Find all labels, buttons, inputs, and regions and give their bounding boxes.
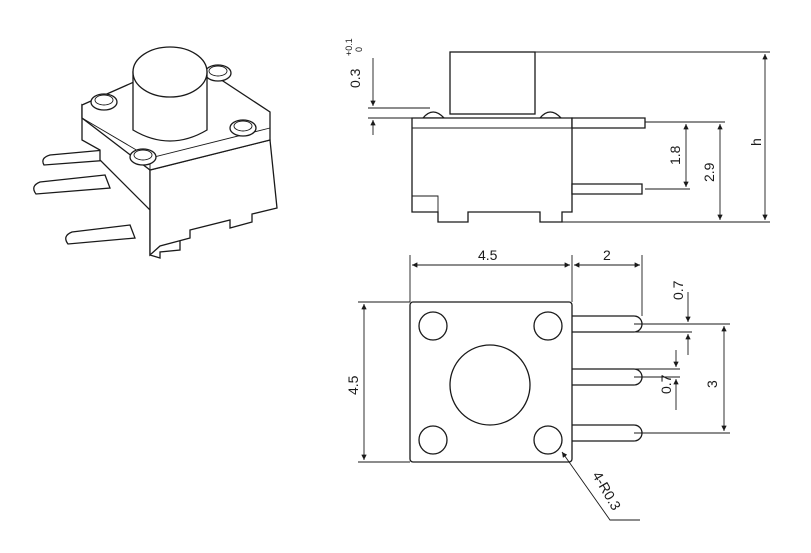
top-view: 4.5 2 0.7 0.7 3 4.5 4-R0.3 [345, 247, 730, 521]
iso-body-right-face [149, 139, 278, 257]
dim-corner-radius: 4-R0.3 [589, 469, 624, 514]
iso-bosses [90, 64, 257, 166]
hole-top-left [418, 311, 448, 341]
iso-pins [33, 149, 136, 245]
side-body [411, 117, 573, 223]
dim-body-width: 4.5 [478, 247, 498, 263]
dim-pin-width-mid: 0.7 [658, 374, 674, 394]
side-plunger [449, 51, 536, 115]
hole-top-right [533, 311, 563, 341]
dim-tolerance-upper: +0.1 [344, 38, 354, 56]
dim-body-height: 4.5 [345, 375, 361, 395]
top-pins [572, 315, 643, 442]
dim-total-height: h [748, 138, 764, 146]
dim-pin-extension: 2 [603, 247, 611, 263]
dim-pin-height-2: 2.9 [701, 162, 717, 182]
iso-plunger [132, 46, 208, 142]
dim-pin-height-1: 1.8 [667, 145, 683, 165]
dim-pin-pitch: 3 [704, 380, 720, 388]
side-view: 0.3 +0.1 0 1.8 2.9 h [344, 38, 770, 223]
dim-pressing-height: 0.3 [347, 68, 363, 88]
isometric-view [33, 46, 278, 259]
hole-bottom-right [533, 425, 563, 455]
top-plunger [449, 344, 531, 426]
dim-tolerance-lower: 0 [354, 47, 364, 52]
dim-pin-width-top: 0.7 [670, 280, 686, 300]
hole-bottom-left [418, 425, 448, 455]
